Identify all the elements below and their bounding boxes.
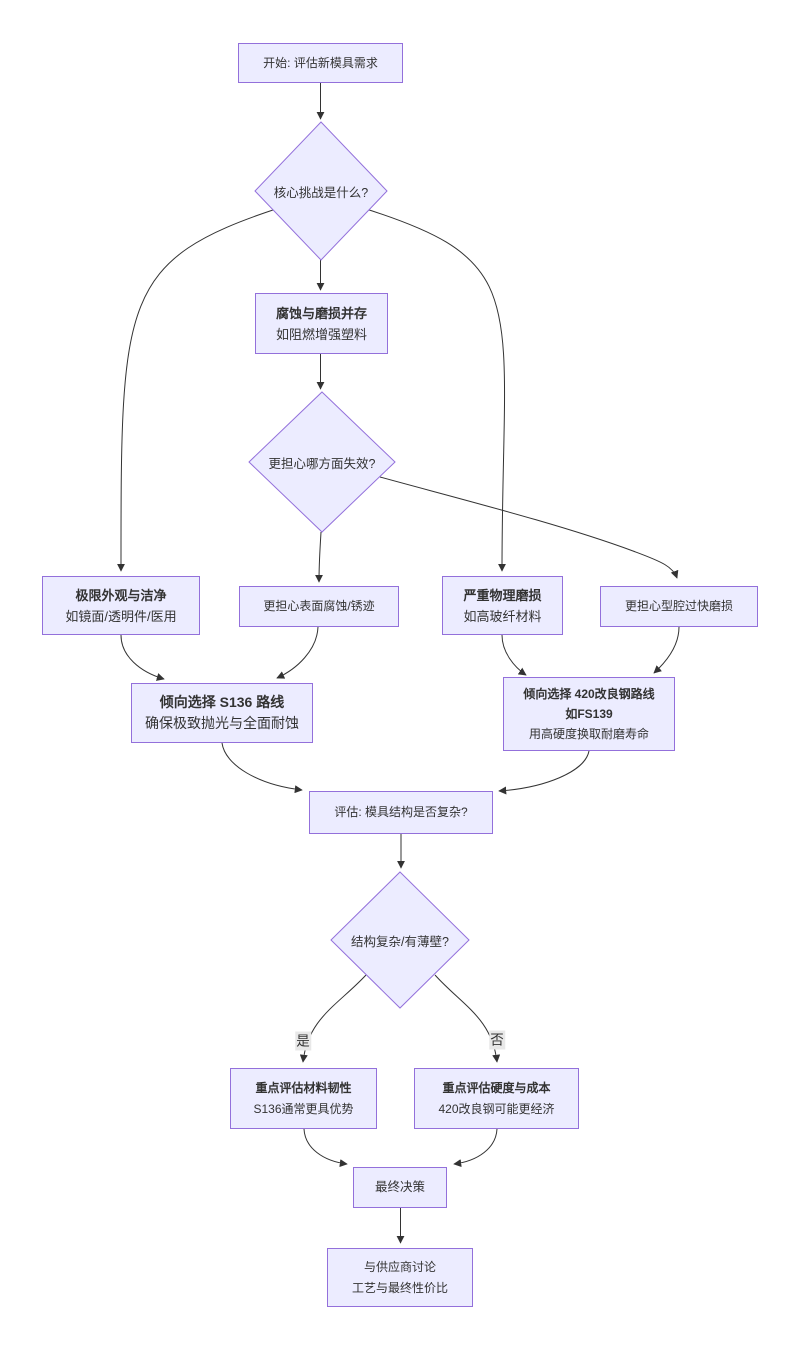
node-toughness: 重点评估材料韧性 S136通常更具优势 bbox=[230, 1068, 377, 1129]
edge-worry-corrosion bbox=[315, 531, 324, 583]
edge-fs139-evaluate bbox=[498, 750, 590, 795]
node-final: 最终决策 bbox=[353, 1167, 447, 1208]
diamond-shape bbox=[249, 392, 395, 532]
node-corrosion: 更担心表面腐蚀/锈迹 bbox=[239, 586, 399, 627]
edge-wear-fs139 bbox=[501, 634, 527, 676]
node-s136: 倾向选择 S136 路线 确保极致抛光与全面耐蚀 bbox=[131, 683, 313, 743]
node-start: 开始: 评估新模具需求 bbox=[238, 43, 403, 83]
node-corrosion-label: 更担心表面腐蚀/锈迹 bbox=[263, 599, 375, 613]
node-complex-label: 结构复杂/有薄壁? bbox=[351, 934, 449, 949]
node-final-label: 最终决策 bbox=[374, 1180, 425, 1194]
node-worry-label: 更担心哪方面失效? bbox=[268, 456, 376, 471]
node-supplier-subtitle: 工艺与最终性价比 bbox=[351, 1280, 448, 1295]
node-toughness-title: 重点评估材料韧性 bbox=[255, 1080, 352, 1095]
node-supplier-title: 与供应商讨论 bbox=[363, 1259, 436, 1274]
diamond-shape bbox=[331, 872, 469, 1008]
node-cavity: 更担心型腔过快磨损 bbox=[600, 586, 758, 627]
node-both-subtitle: 如阻燃增强塑料 bbox=[275, 326, 367, 342]
diamond-shape bbox=[255, 122, 387, 260]
node-both-title: 腐蚀与磨损并存 bbox=[275, 305, 367, 321]
node-hardness: 重点评估硬度与成本 420改良钢可能更经济 bbox=[414, 1068, 579, 1129]
edge-s136-evaluate bbox=[221, 742, 303, 794]
node-challenge: 核心挑战是什么? bbox=[255, 122, 387, 260]
node-hardness-subtitle: 420改良钢可能更经济 bbox=[438, 1101, 555, 1116]
edge-toughness-final bbox=[303, 1128, 348, 1168]
node-complex: 结构复杂/有薄壁? bbox=[331, 872, 469, 1008]
edge-corrosion-s136 bbox=[276, 626, 319, 679]
node-supplier: 与供应商讨论 工艺与最终性价比 bbox=[327, 1248, 473, 1307]
edge-challenge-wear bbox=[362, 207, 507, 572]
node-evaluate-label: 评估: 模具结构是否复杂? bbox=[334, 805, 468, 819]
node-start-label: 开始: 评估新模具需求 bbox=[263, 55, 378, 70]
node-cavity-label: 更担心型腔过快磨损 bbox=[624, 599, 733, 613]
node-fs139-detail: 用高硬度换取耐磨寿命 bbox=[528, 727, 649, 741]
node-fs139: 倾向选择 420改良钢路线 如FS139 用高硬度换取耐磨寿命 bbox=[503, 677, 675, 751]
edge-hardness-final bbox=[453, 1128, 498, 1168]
node-s136-title: 倾向选择 S136 路线 bbox=[159, 694, 285, 710]
edge-label-no: 否 bbox=[489, 1030, 505, 1050]
node-worry: 更担心哪方面失效? bbox=[249, 392, 395, 532]
edge-challenge-appearance bbox=[116, 207, 280, 572]
node-wear-subtitle: 如高玻纤材料 bbox=[463, 608, 542, 624]
node-appearance-title: 极限外观与洁净 bbox=[75, 587, 167, 603]
node-fs139-title: 倾向选择 420改良钢路线 bbox=[523, 687, 655, 701]
node-hardness-title: 重点评估硬度与成本 bbox=[442, 1080, 551, 1095]
node-fs139-subtitle: 如FS139 bbox=[565, 707, 613, 721]
node-wear: 严重物理磨损 如高玻纤材料 bbox=[442, 576, 563, 635]
node-s136-subtitle: 确保极致抛光与全面耐蚀 bbox=[145, 715, 299, 731]
node-challenge-label: 核心挑战是什么? bbox=[273, 185, 369, 200]
node-both: 腐蚀与磨损并存 如阻燃增强塑料 bbox=[255, 293, 388, 354]
node-toughness-subtitle: S136通常更具优势 bbox=[253, 1101, 354, 1116]
edge-cavity-fs139 bbox=[653, 626, 680, 674]
edge-appearance-s136 bbox=[120, 634, 165, 681]
edge-label-yes: 是 bbox=[295, 1031, 311, 1051]
edge-worry-cavity bbox=[379, 476, 679, 579]
node-wear-title: 严重物理磨损 bbox=[463, 587, 542, 603]
node-appearance-subtitle: 如镜面/透明件/医用 bbox=[65, 608, 177, 624]
node-appearance: 极限外观与洁净 如镜面/透明件/医用 bbox=[42, 576, 200, 635]
node-evaluate: 评估: 模具结构是否复杂? bbox=[309, 791, 493, 834]
